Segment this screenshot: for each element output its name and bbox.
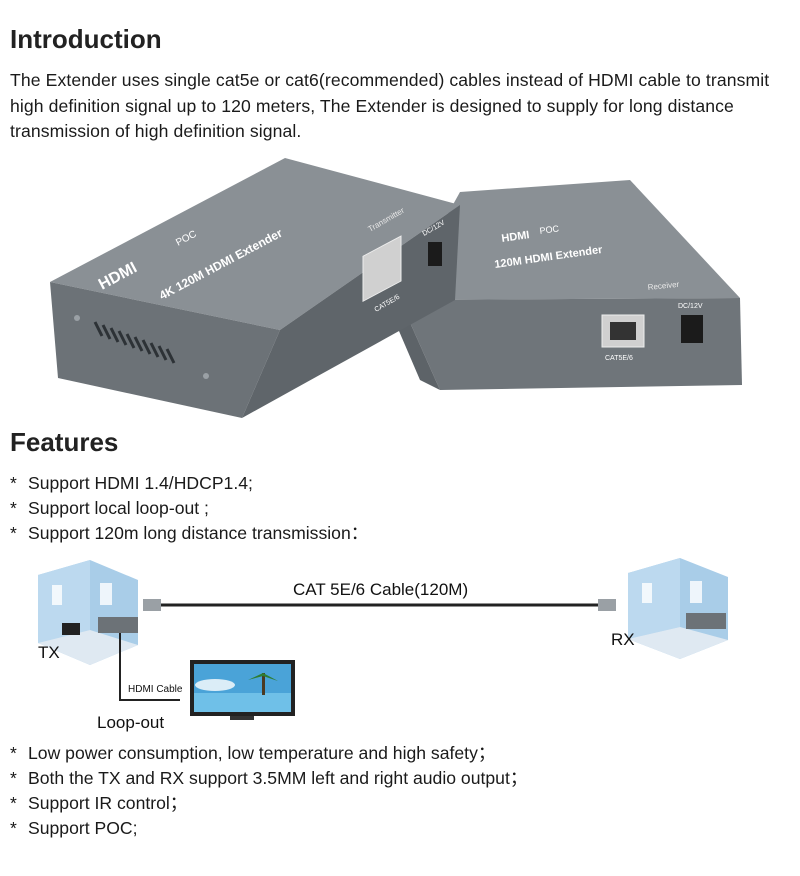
rx-power-label: DC/12V <box>678 303 703 310</box>
rx-label: RX <box>611 630 635 649</box>
bullet-star: * <box>10 473 17 493</box>
receiver-box: HDMI POC 120M HDMI Extender Receiver CAT… <box>390 180 742 390</box>
product-photo: HDMI POC 120M HDMI Extender Receiver CAT… <box>50 158 742 418</box>
tx-room-illustration <box>38 560 138 665</box>
hdmi-cable-line <box>119 633 180 701</box>
hdmi-cable-label: HDMI Cable <box>128 684 183 695</box>
rx-brand-text: HDMI <box>501 229 531 245</box>
bullet-star: * <box>10 523 17 543</box>
loopout-label: Loop-out <box>97 713 164 732</box>
feature-item: *Support IR control； <box>10 791 527 816</box>
rj45-connector-right <box>598 599 616 611</box>
bullet-star: * <box>10 768 17 788</box>
connection-diagram: CAT 5E/6 Cable(120M) TX RX HDMI Cable Lo… <box>38 558 728 732</box>
features-list-top: *Support HDMI 1.4/HDCP1.4; *Support loca… <box>10 471 368 546</box>
introduction-paragraph: The Extender uses single cat5e or cat6(r… <box>10 70 770 141</box>
tx-device-icon <box>98 617 138 633</box>
cable-label: CAT 5E/6 Cable(120M) <box>293 580 468 599</box>
rx-power-jack <box>681 315 703 343</box>
rx-side-label: Receiver <box>647 280 680 292</box>
bullet-star: * <box>10 498 17 518</box>
tx-power-jack <box>428 242 442 266</box>
feature-item: *Support POC; <box>10 816 527 841</box>
bullet-star: * <box>10 743 17 763</box>
feature-item: *Support local loop-out ; <box>10 496 368 521</box>
tv-illustration <box>190 660 295 720</box>
transmitter-box: HDMI POC 4K 120M HDMI Extender Transmitt… <box>50 158 460 418</box>
feature-item: *Low power consumption, low temperature … <box>10 741 527 766</box>
features-list-bottom: *Low power consumption, low temperature … <box>10 741 527 841</box>
rx-device-icon <box>686 613 726 629</box>
feature-item: *Support HDMI 1.4/HDCP1.4; <box>10 471 368 496</box>
feature-item: *Both the TX and RX support 3.5MM left a… <box>10 766 527 791</box>
bullet-star: * <box>10 793 17 813</box>
rj45-connector-left <box>143 599 161 611</box>
bullet-star: * <box>10 818 17 838</box>
tx-vent-slots <box>93 321 176 364</box>
tx-ethernet-port <box>362 235 402 303</box>
rx-port-label: CAT5E/6 <box>605 355 633 362</box>
feature-item: *Support 120m long distance transmission… <box>10 521 368 546</box>
features-heading: Features <box>10 427 119 457</box>
rx-badge-text: POC <box>539 223 560 236</box>
rx-room-illustration <box>628 558 728 659</box>
introduction-heading: Introduction <box>10 24 162 54</box>
tx-label: TX <box>38 643 60 662</box>
